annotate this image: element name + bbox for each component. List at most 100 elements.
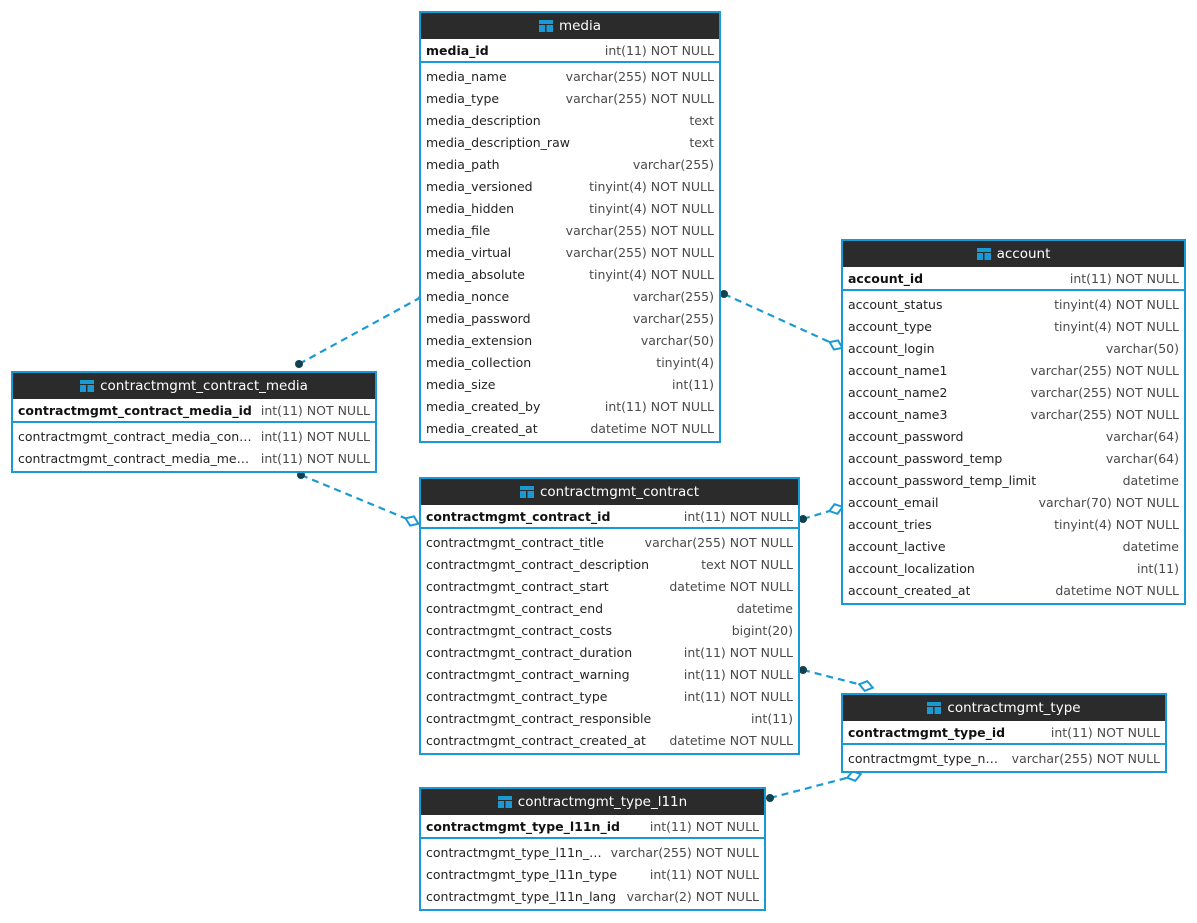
column-type: int(11) NOT NULL	[260, 402, 370, 418]
column-type: varchar(255)	[632, 288, 714, 304]
column-row: account_created_at datetime NOT NULL	[843, 579, 1184, 601]
column-name: contractmgmt_contract_costs	[426, 622, 612, 638]
column-type: datetime NOT NULL	[669, 578, 793, 594]
relationship-source-dot	[295, 360, 303, 368]
column-type: varchar(64)	[1105, 450, 1179, 466]
column-name: contractmgmt_contract_responsible	[426, 710, 652, 726]
column-type: varchar(255) NOT NULL	[565, 90, 714, 106]
column-name: account_email	[848, 494, 939, 510]
column-type: tinyint(4) NOT NULL	[1054, 296, 1179, 312]
entity-header[interactable]: contractmgmt_contract	[421, 479, 798, 505]
column-name: media_size	[426, 376, 496, 392]
column-type: datetime NOT NULL	[669, 732, 793, 748]
column-type: int(11) NOT NULL	[260, 450, 370, 466]
relationship-line	[802, 668, 867, 688]
column-type: datetime	[1122, 472, 1179, 488]
column-type: varchar(64)	[1105, 428, 1179, 444]
column-type: varchar(255) NOT NULL	[565, 244, 714, 260]
entity-header[interactable]: contractmgmt_type	[843, 695, 1165, 721]
entity-table-contractmgmt_type_l11n[interactable]: contractmgmt_type_l11n contractmgmt_type_…	[419, 787, 766, 911]
column-name: media_password	[426, 310, 531, 326]
column-name: contractmgmt_type_l11n_lang	[426, 888, 617, 904]
relationship-source-dot	[720, 290, 728, 298]
column-name: media_created_at	[426, 420, 538, 436]
column-name: account_name2	[848, 384, 948, 400]
entity-title: contractmgmt_contract	[539, 484, 700, 500]
table-icon	[538, 20, 553, 32]
relationship-contract-to-account[interactable]	[799, 502, 845, 523]
column-name: account_type	[848, 318, 932, 334]
table-icon	[80, 380, 95, 392]
relationship-contract-to-type[interactable]	[799, 666, 875, 693]
column-name: contractmgmt_contract_description	[426, 556, 650, 572]
column-type: varchar(50)	[640, 332, 714, 348]
entity-title: contractmgmt_type_l11n	[517, 794, 688, 810]
entity-table-contractmgmt_contract[interactable]: contractmgmt_contract contractmgmt_contra…	[419, 477, 800, 755]
column-type: int(11) NOT NULL	[649, 866, 759, 882]
column-name: contractmgmt_contract_media_media	[18, 450, 253, 466]
column-type: tinyint(4) NOT NULL	[1054, 516, 1179, 532]
column-type: tinyint(4) NOT NULL	[589, 178, 714, 194]
relationship-target-diamond	[857, 679, 875, 693]
column-type: tinyint(4) NOT NULL	[589, 266, 714, 282]
column-name: account_localization	[848, 560, 975, 576]
entity-header[interactable]: contractmgmt_type_l11n	[421, 789, 764, 815]
relationship-source-dot	[799, 666, 807, 674]
relationship-media-to-contract-media[interactable]	[295, 287, 434, 368]
column-type: datetime	[1122, 538, 1179, 554]
column-row: contractmgmt_type_l11n_type int(11) NOT N…	[421, 863, 764, 885]
table-icon	[976, 248, 991, 260]
column-type: int(11) NOT NULL	[683, 508, 793, 524]
relationship-media-to-account[interactable]	[720, 290, 844, 352]
table-icon	[519, 486, 534, 498]
column-name: account_tries	[848, 516, 932, 532]
column-type: int(11)	[751, 710, 793, 726]
column-type: datetime NOT NULL	[1055, 582, 1179, 598]
entity-title: contractmgmt_type	[947, 700, 1081, 716]
entity-header[interactable]: account	[843, 241, 1184, 267]
column-type: varchar(255) NOT NULL	[1030, 362, 1179, 378]
relationship-line	[723, 292, 837, 347]
column-type: int(11)	[672, 376, 714, 392]
column-type: varchar(255) NOT NULL	[1030, 406, 1179, 422]
entity-header[interactable]: contractmgmt_contract_media	[13, 373, 375, 399]
column-name: contractmgmt_contract_warning	[426, 666, 630, 682]
column-name: media_hidden	[426, 200, 515, 216]
entity-header[interactable]: media	[421, 13, 719, 39]
column-name: contractmgmt_contract_id	[426, 508, 611, 524]
column-name: media_collection	[426, 354, 532, 370]
column-name: contractmgmt_type_l11n_type	[426, 866, 618, 882]
column-name: account_login	[848, 340, 935, 356]
relationship-contract-media-to-contract[interactable]	[297, 471, 421, 528]
column-type: text NOT NULL	[701, 556, 793, 572]
column-name: account_password_temp_limit	[848, 472, 1037, 488]
relationship-type-l11n-to-type[interactable]	[766, 769, 863, 802]
column-row: media_virtual varchar(255) NOT NULL	[421, 241, 719, 263]
column-name: media_virtual	[426, 244, 512, 260]
column-name: account_created_at	[848, 582, 971, 598]
column-name: contractmgmt_contract_end	[426, 600, 604, 616]
column-type: varchar(255)	[632, 156, 714, 172]
column-type: text	[689, 112, 714, 128]
